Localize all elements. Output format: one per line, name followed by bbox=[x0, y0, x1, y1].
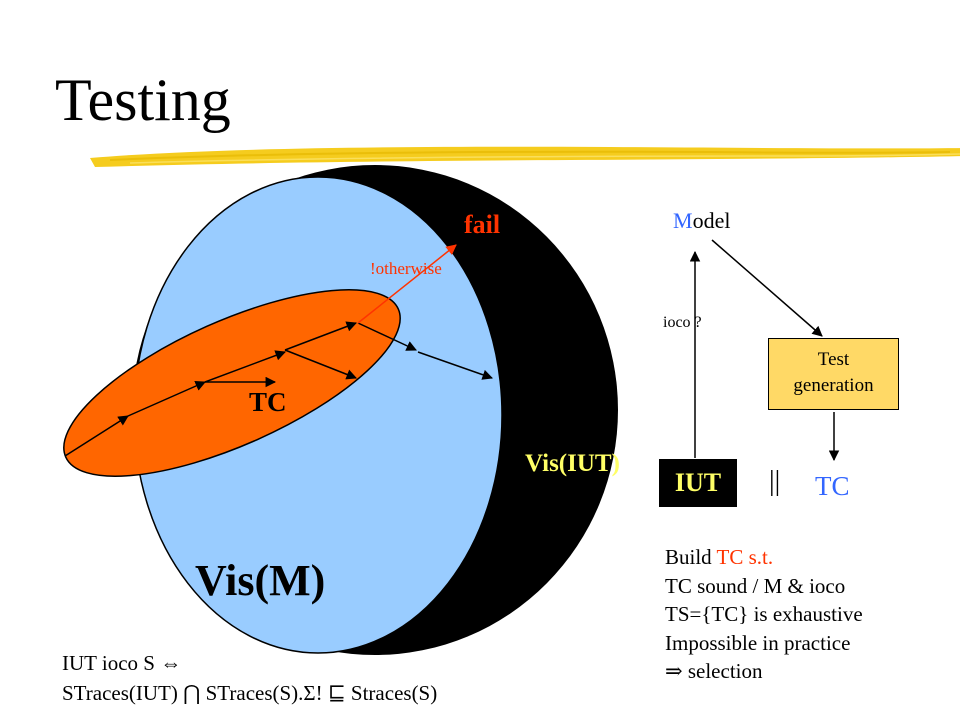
build-tc: TC s.t. bbox=[716, 545, 774, 569]
ioco-definition: IUT ioco S ⇔ STraces(IUT) ⋂ STraces(S).Σ… bbox=[62, 648, 437, 708]
ioco-definition-line2: STraces(IUT) ⋂ STraces(S).Σ! ⊑ Straces(S… bbox=[62, 678, 437, 708]
ioco-def-text: IUT ioco S bbox=[62, 651, 161, 675]
fail-transition bbox=[357, 244, 457, 324]
iut-box: IUT bbox=[659, 459, 737, 507]
title-underline-brush bbox=[90, 146, 960, 167]
straces-iut: STraces(IUT) bbox=[62, 681, 184, 705]
ioco-definition-line1: IUT ioco S ⇔ bbox=[62, 648, 437, 678]
build-line-5: ⇒ selection bbox=[665, 659, 763, 683]
tc-transition-1 bbox=[64, 415, 129, 457]
tc-region-label: TC bbox=[249, 387, 287, 417]
fail-label: fail bbox=[464, 210, 501, 239]
build-line-4: Impossible in practice bbox=[665, 630, 851, 655]
otherwise-label: !otherwise bbox=[370, 259, 442, 278]
tc-transition-5 bbox=[284, 321, 357, 351]
ioco-question-label: ioco ? bbox=[663, 314, 702, 331]
intersection-symbol: ⋂ bbox=[183, 681, 201, 705]
subset-symbol: ⊑ bbox=[327, 681, 346, 705]
parallel-symbol: || bbox=[769, 466, 781, 497]
model-to-testgen-arrow bbox=[711, 239, 823, 337]
vis-m-label: Vis(M) bbox=[195, 556, 326, 605]
tc-output-label: TC bbox=[815, 471, 850, 501]
test-generation-line2: generation bbox=[793, 375, 874, 396]
tc-region bbox=[63, 289, 401, 477]
model-label-first-letter: M bbox=[673, 208, 693, 233]
straces-s-sigma: STraces(S).Σ! bbox=[200, 681, 328, 705]
tc-transition-6 bbox=[284, 349, 357, 380]
vis-iut-label: Vis(IUT) bbox=[525, 450, 620, 477]
test-generation-line1: Test bbox=[817, 349, 850, 370]
tc-transition-2 bbox=[127, 381, 206, 417]
slide-title: Testing bbox=[55, 67, 231, 133]
build-line-3: TS={TC} is exhaustive bbox=[665, 602, 863, 626]
tc-transition-3 bbox=[204, 350, 286, 383]
tc-transition-8 bbox=[417, 351, 493, 380]
test-generation-box: Test generation bbox=[768, 338, 899, 410]
build-notes: Build TC s.t. TC sound / M & ioco TS={TC… bbox=[665, 543, 863, 686]
model-label: Model bbox=[673, 208, 730, 234]
build-line-2: TC sound / M & ioco bbox=[665, 573, 846, 598]
tc-transition-7 bbox=[357, 322, 417, 351]
model-label-rest: odel bbox=[692, 208, 731, 233]
build-line-1: Build TC s.t. bbox=[665, 543, 863, 572]
straces-s: Straces(S) bbox=[345, 681, 438, 705]
build-prefix: Build bbox=[665, 545, 717, 569]
equivalence-symbol: ⇔ bbox=[160, 651, 182, 675]
